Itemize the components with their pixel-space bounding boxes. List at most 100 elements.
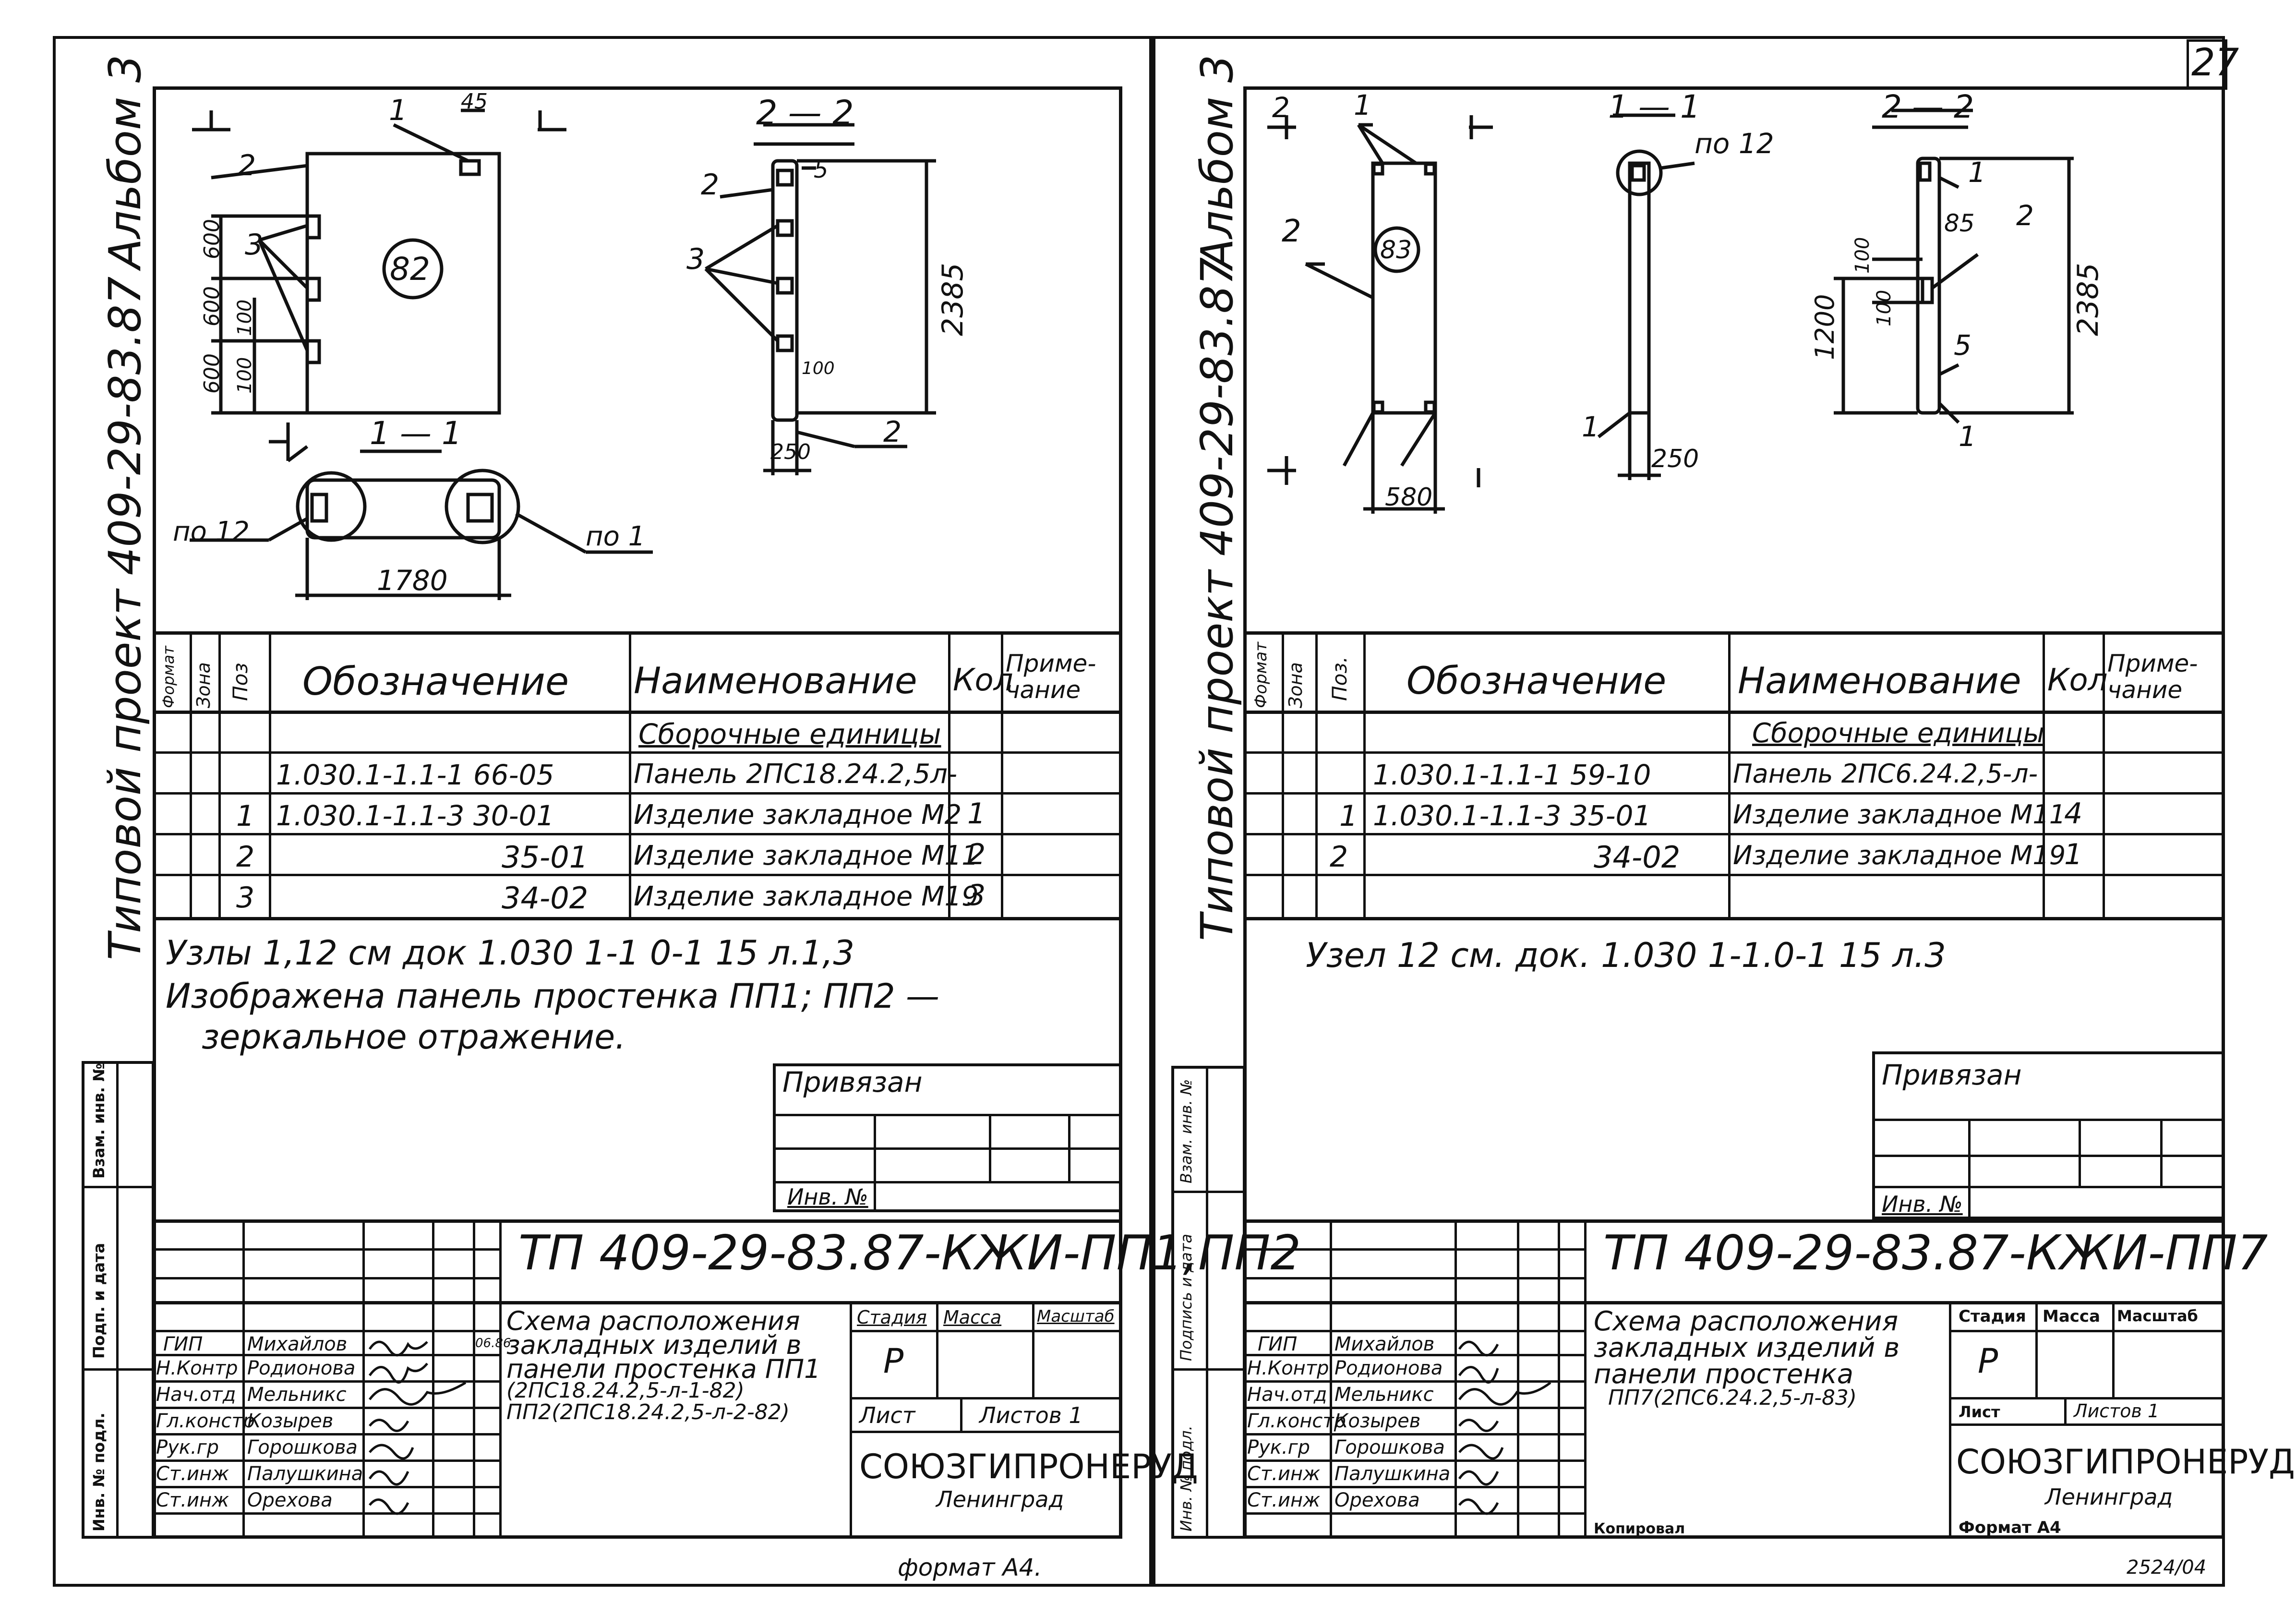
right-spec-head-zone: Зона [1285, 662, 1306, 708]
left-privyazan-block [773, 1063, 1122, 1212]
left-row3-pos: 2 [236, 840, 255, 874]
left-callout-5: 5 [814, 157, 829, 183]
left-note-2: Изображена панель простенка ПП1; ПП2 — [166, 977, 939, 1016]
right-row1-name: Панель 2ПС6.24.2,5-л- [1733, 759, 2038, 789]
left-dim-600b: 600 [200, 286, 224, 326]
left-sheets: Листов 1 [979, 1402, 1083, 1428]
right-copied: Копировал [1594, 1520, 1685, 1537]
left-row1-designation: 1.030.1-1.1-1 66-05 [276, 759, 554, 791]
left-row3-designation: 35-01 [502, 840, 589, 875]
right-name-2: Родионова [1334, 1357, 1443, 1379]
right-row2-designation: 1.030.1-1.1-3 35-01 [1373, 799, 1651, 832]
right-org: СОЮЗГИПРОНЕРУД [1956, 1442, 2295, 1482]
left-city: Ленинград [936, 1486, 1064, 1512]
left-scale-head: Масштаб [1037, 1307, 1115, 1326]
left-dim-1780: 1780 [377, 564, 448, 597]
left-mass-head: Масса [943, 1307, 1002, 1328]
right-strip-vzam: Взам. инв. № [1177, 1079, 1195, 1183]
left-inner-frame [153, 86, 1122, 1539]
right-callout-1c: 1 [1968, 156, 1986, 189]
bottom-note: 2524/04 [2127, 1556, 2207, 1579]
right-desc-4: ПП7(2ПС6.24.2,5-л-83) [1608, 1386, 1857, 1410]
left-section-2-2: 2 — 2 [756, 93, 854, 133]
left-role-2: Н.Контр [156, 1357, 238, 1379]
left-callout-3: 3 [245, 228, 264, 262]
right-role-3: Нач.отд [1247, 1384, 1327, 1406]
left-name-3: Мельникс [247, 1384, 347, 1406]
left-name-6: Палушкина [247, 1463, 363, 1485]
left-role-5: Рук.гр [156, 1436, 219, 1459]
right-role-4: Гл.констр [1247, 1410, 1346, 1432]
right-role-7: Ст.инж [1247, 1489, 1321, 1511]
left-role-4: Гл.констр [156, 1410, 255, 1432]
left-row3-qty: 2 [967, 838, 986, 871]
right-side-project-label: Типовой проект 409-29-83.87 [1191, 257, 1243, 941]
right-row3-designation: 34-02 [1594, 840, 1681, 875]
right-note-1: Узел 12 см. док. 1.030 1-1.0-1 15 л.3 [1306, 936, 1946, 975]
right-row2-qty: 4 [2064, 797, 2083, 831]
left-row2-qty: 1 [967, 797, 986, 831]
right-role-1: ГИП [1258, 1333, 1298, 1355]
left-strip-vzam: Взам. инв. № [90, 1063, 108, 1179]
left-callout-2: 2 [238, 149, 256, 182]
right-spec-head-format: Формат [1251, 642, 1271, 708]
left-section-1-1: 1 — 1 [370, 415, 462, 452]
left-spec-head-format: Формат [159, 646, 178, 708]
right-city: Ленинград [2045, 1484, 2173, 1510]
right-dim-85: 85 [1944, 209, 1975, 237]
right-dim-100a: 100 [1851, 237, 1874, 274]
right-callout-1b: 1 [1582, 410, 1599, 443]
center-divider [1151, 36, 1155, 1587]
right-sheets: Листов 1 [2074, 1400, 2160, 1422]
left-desc-4: (2ПС18.24.2,5-л-1-82) [506, 1378, 745, 1403]
left-spec-head-designation: Обозначение [302, 659, 569, 704]
right-inner-frame [1243, 86, 2225, 1539]
left-callout-po1: по 1 [586, 521, 646, 552]
right-mass-head: Масса [2043, 1307, 2101, 1326]
right-role-2: Н.Контр [1247, 1357, 1329, 1379]
right-scale-head: Масштаб [2117, 1307, 2198, 1325]
left-title-code: ТП 409-29-83.87-КЖИ-ПП1,ПП2 [518, 1225, 1301, 1281]
left-date: 06.86 [475, 1336, 511, 1351]
right-desc-3: панели простенка [1594, 1359, 1854, 1390]
right-role-6: Ст.инж [1247, 1463, 1321, 1485]
right-spec-head-designation: Обозначение [1406, 660, 1667, 703]
right-name-6: Палушкина [1334, 1463, 1451, 1485]
left-spec-head-name: Наименование [634, 659, 917, 702]
right-mark-83: 83 [1380, 236, 1412, 265]
left-callout-1: 1 [389, 94, 408, 127]
left-sheet: Лист [859, 1402, 915, 1428]
left-dim-100b: 100 [234, 357, 256, 394]
left-role-3: Нач.отд [156, 1384, 236, 1406]
right-section-1-1: 1 — 1 [1608, 88, 1700, 125]
left-privyazan: Привязан [782, 1066, 923, 1098]
left-dim-45: 45 [461, 89, 488, 114]
left-spec-head-pos: Поз [228, 663, 252, 701]
right-section-2-2: 2 — 2 [1882, 88, 1974, 125]
right-strip-sign-date: Подпись и дата [1177, 1233, 1195, 1361]
left-org: СОЮЗГИПРОНЕРУД [859, 1447, 1198, 1486]
right-spec-head-name: Наименование [1738, 659, 2021, 702]
right-callout-2b: 2 [1282, 214, 1301, 249]
right-dim-1200: 1200 [1810, 294, 1840, 360]
left-role-7: Ст.инж [156, 1489, 229, 1511]
right-spec-section-title: Сборочные единицы [1752, 718, 2044, 749]
right-album-label: Альбом 3 [1191, 54, 1243, 269]
right-name-4: Козырев [1334, 1410, 1421, 1432]
left-callout-2b: 2 [701, 168, 720, 202]
left-row2-pos: 1 [236, 799, 255, 833]
left-dim-2385: 2385 [936, 263, 970, 336]
right-sheet: Лист [1959, 1403, 2000, 1421]
right-callout-2a: 2 [1272, 91, 1290, 124]
left-row4-designation: 34-02 [502, 880, 589, 916]
right-stage: Р [1978, 1341, 1998, 1381]
left-callout-3b: 3 [686, 242, 705, 276]
right-callout-1a: 1 [1354, 89, 1371, 121]
left-dim-100a: 100 [234, 299, 256, 336]
left-desc-1: Схема расположения [506, 1306, 800, 1336]
left-dim-600a: 600 [200, 219, 224, 259]
left-row4-qty: 3 [967, 879, 986, 912]
left-desc-5: ПП2(2ПС18.24.2,5-л-2-82) [506, 1400, 790, 1424]
right-spec-head-pos: Поз. [1328, 656, 1351, 701]
left-callout-po12: по 12 [173, 516, 250, 547]
